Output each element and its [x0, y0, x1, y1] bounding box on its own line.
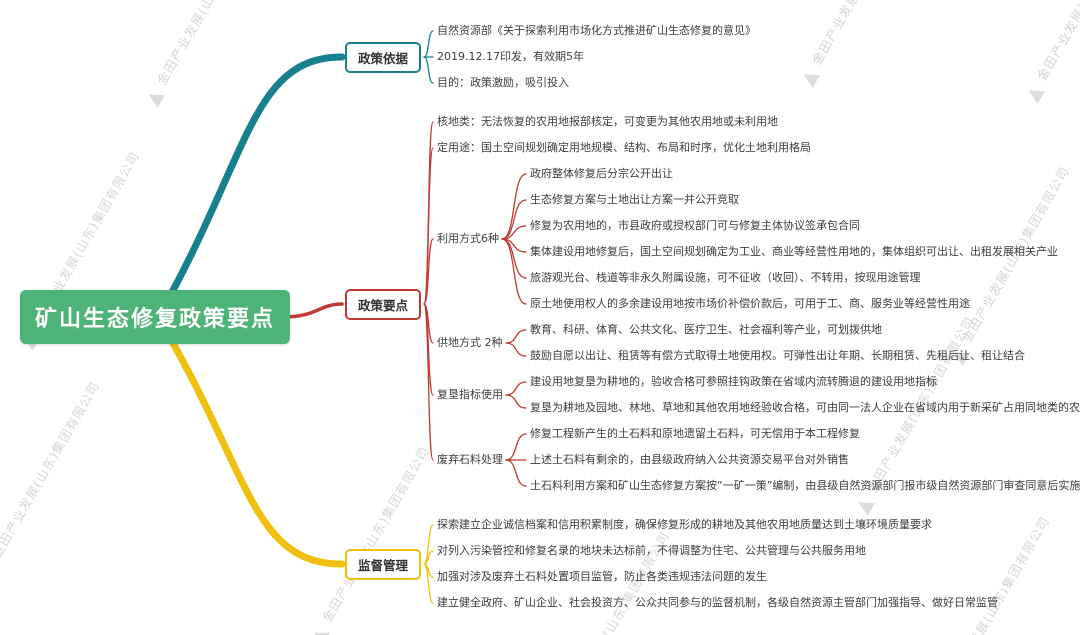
topic-node[interactable]: 旅游观光台、栈道等非永久附属设施，可不征收（收回）、不转用，按现用途管理: [530, 271, 921, 284]
branch-node[interactable]: 监督管理: [345, 548, 422, 580]
topic-node[interactable]: 建设用地复垦为耕地的，验收合格可参照挂钩政策在省域内流转腾退的建设用地指标: [530, 375, 937, 388]
topic-node[interactable]: 教育、科研、体育、公共文化、医疗卫生、社会福利等产业，可划拨供地: [530, 323, 882, 336]
topic-node[interactable]: 修复为农用地的，市县政府或授权部门可与修复主体协议签承包合同: [530, 219, 860, 232]
topic-node[interactable]: 建立健全政府、矿山企业、社会投资方、公众共同参与的监督机制，各级自然资源主管部门…: [437, 596, 998, 609]
topic-node[interactable]: 政府整体修复后分宗公开出让: [530, 167, 673, 180]
topic-node[interactable]: 生态修复方案与土地出让方案一并公开竞取: [530, 193, 739, 206]
topic-node[interactable]: 集体建设用地修复后，国土空间规划确定为工业、商业等经营性用地的，集体组织可出让、…: [530, 245, 1058, 258]
central-topic[interactable]: 矿山生态修复政策要点: [20, 290, 291, 344]
topic-node[interactable]: 利用方式6种: [437, 232, 499, 245]
topic-node[interactable]: 核地类：无法恢复的农用地报部核定，可变更为其他农用地或未利用地: [437, 115, 778, 128]
topic-node[interactable]: 原土地使用权人的多余建设用地按市场价补偿价款后，可用于工、商、服务业等经营性用途: [530, 297, 970, 310]
topic-node[interactable]: 对列入污染管控和修复名录的地块未达标前，不得调整为住宅、公共管理与公共服务用地: [437, 544, 866, 557]
topic-node[interactable]: 探索建立企业诚信档案和信用积累制度，确保修复形成的耕地及其他农用地质量达到土壤环…: [437, 518, 932, 531]
branch-node[interactable]: 政策依据: [345, 41, 422, 73]
topic-node[interactable]: 自然资源部《关于探索利用市场化方式推进矿山生态修复的意见》: [437, 24, 756, 37]
topic-node[interactable]: 土石料利用方案和矿山生态修复方案按“一矿一策”编制，由县级自然资源部门报市级自然…: [530, 479, 1080, 492]
topic-node[interactable]: 定用途：国土空间规划确定用地规模、结构、布局和时序，优化土地利用格局: [437, 141, 811, 154]
topic-node[interactable]: 复垦为耕地及园地、林地、草地和其他农用地经验收合格，可由同一法人企业在省域内用于…: [530, 401, 1080, 414]
branch-node[interactable]: 政策要点: [345, 288, 422, 320]
topic-node[interactable]: 鼓励自愿以出让、租赁等有偿方式取得土地使用权。可弹性出让年期、长期租赁、先租后让…: [530, 349, 1025, 362]
topic-node[interactable]: 废弃石料处理: [437, 453, 503, 466]
topic-node[interactable]: 2019.12.17印发，有效期5年: [437, 50, 584, 63]
topic-node[interactable]: 复垦指标使用: [437, 388, 503, 401]
topic-node[interactable]: 供地方式 2种: [437, 336, 503, 349]
topic-node[interactable]: 目的：政策激励，吸引投入: [437, 76, 569, 89]
topic-node[interactable]: 上述土石料有剩余的，由县级政府纳入公共资源交易平台对外销售: [530, 453, 849, 466]
topic-node[interactable]: 修复工程新产生的土石料和原地遗留土石料，可无偿用于本工程修复: [530, 427, 860, 440]
topic-node[interactable]: 加强对涉及废弃土石料处置项目监管，防止各类违规违法问题的发生: [437, 570, 767, 583]
